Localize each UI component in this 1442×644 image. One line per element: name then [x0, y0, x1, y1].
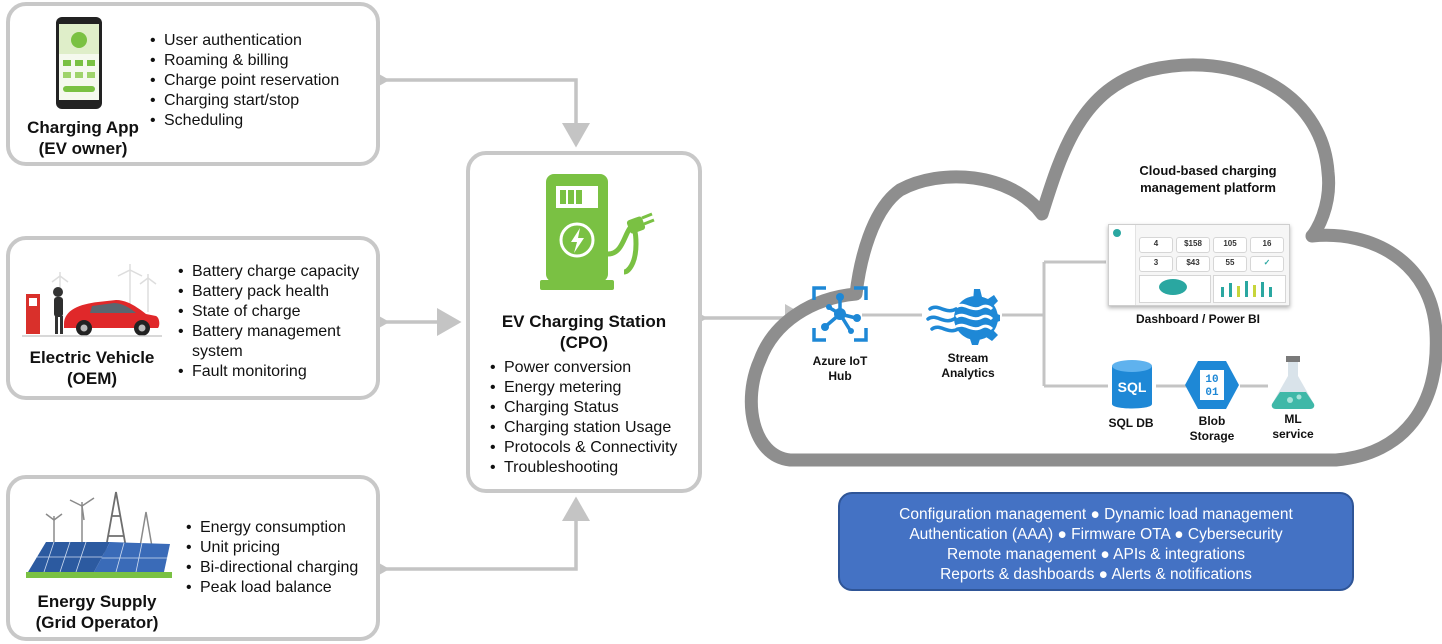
dashboard-kpi: 3	[1139, 256, 1173, 272]
charging-app-title: Charging App(EV owner)	[27, 118, 139, 158]
list-item: Bi-directional charging	[186, 558, 374, 578]
dashboard-kpi: 16	[1250, 237, 1284, 253]
ev-charger-icon	[540, 174, 655, 290]
features-line: Authentication (AAA) ● Firmware OTA ● Cy…	[909, 526, 1283, 543]
features-line: Reports & dashboards ● Alerts & notifica…	[940, 566, 1252, 583]
list-item: Roaming & billing	[150, 51, 370, 71]
grid-to-station-arrow	[365, 496, 590, 583]
charging-app-list: User authentication Roaming & billing Ch…	[150, 31, 370, 131]
list-item: Scheduling	[150, 111, 370, 131]
dashboard-label: Dashboard / Power BI	[1135, 312, 1261, 326]
electric-vehicle-list: Battery charge capacity Battery pack hea…	[178, 262, 374, 382]
sql-icon-text: SQL	[1118, 379, 1147, 395]
platform-features-panel: Configuration management ● Dynamic load …	[838, 492, 1354, 591]
dashboard-kpi: $43	[1176, 256, 1210, 272]
list-item: Energy metering	[490, 378, 696, 398]
electric-car-icon	[22, 264, 162, 337]
list-item: Protocols & Connectivity	[490, 438, 696, 458]
azure-iot-hub-icon	[812, 286, 868, 342]
blob-icon-text: 10	[1205, 374, 1218, 386]
list-item: Battery management system	[178, 322, 374, 362]
dashboard-kpi: $158	[1176, 237, 1210, 253]
blob-storage-icon: 10 01	[1185, 361, 1239, 409]
charging-station-list: Power conversion Energy metering Chargin…	[490, 358, 696, 478]
list-item: Peak load balance	[186, 578, 374, 598]
smartphone-app-icon	[56, 17, 102, 109]
list-item: Power conversion	[490, 358, 696, 378]
energy-supply-title: Energy Supply(Grid Operator)	[35, 592, 159, 632]
list-item: Troubleshooting	[490, 458, 696, 478]
list-item: User authentication	[150, 31, 370, 51]
list-item: Battery pack health	[178, 282, 374, 302]
list-item: Unit pricing	[186, 538, 374, 558]
energy-supply-list: Energy consumption Unit pricing Bi-direc…	[186, 518, 374, 598]
electric-vehicle-title: Electric Vehicle(OEM)	[29, 348, 155, 388]
list-item: State of charge	[178, 302, 374, 322]
list-item: Charging station Usage	[490, 418, 696, 438]
list-item: Fault monitoring	[178, 362, 374, 382]
blob-icon-text: 01	[1205, 387, 1219, 399]
features-line: Remote management ● APIs & integrations	[947, 546, 1245, 563]
stream-analytics-icon	[926, 289, 1000, 345]
list-item: Charging start/stop	[150, 91, 370, 111]
list-item: Charging Status	[490, 398, 696, 418]
app-to-station-arrow	[365, 66, 590, 148]
list-item: Energy consumption	[186, 518, 374, 538]
charging-station-title: EV Charging Station(CPO)	[501, 312, 667, 352]
sql-db-icon: SQL	[1112, 360, 1152, 409]
dashboard-kpi: 55	[1213, 256, 1247, 272]
dashboard-kpi: 4	[1139, 237, 1173, 253]
dashboard-preview: 4 $158 105 16 3 $43 55 ✓	[1108, 224, 1290, 306]
sql-db-label: SQL DB	[1108, 416, 1154, 430]
list-item: Charge point reservation	[150, 71, 370, 91]
dashboard-kpi: 105	[1213, 237, 1247, 253]
solar-grid-icon	[26, 491, 172, 578]
ml-service-flask-icon	[1271, 356, 1315, 409]
features-line: Configuration management ● Dynamic load …	[899, 506, 1293, 523]
dashboard-kpi: ✓	[1250, 256, 1284, 272]
list-item: Battery charge capacity	[178, 262, 374, 282]
